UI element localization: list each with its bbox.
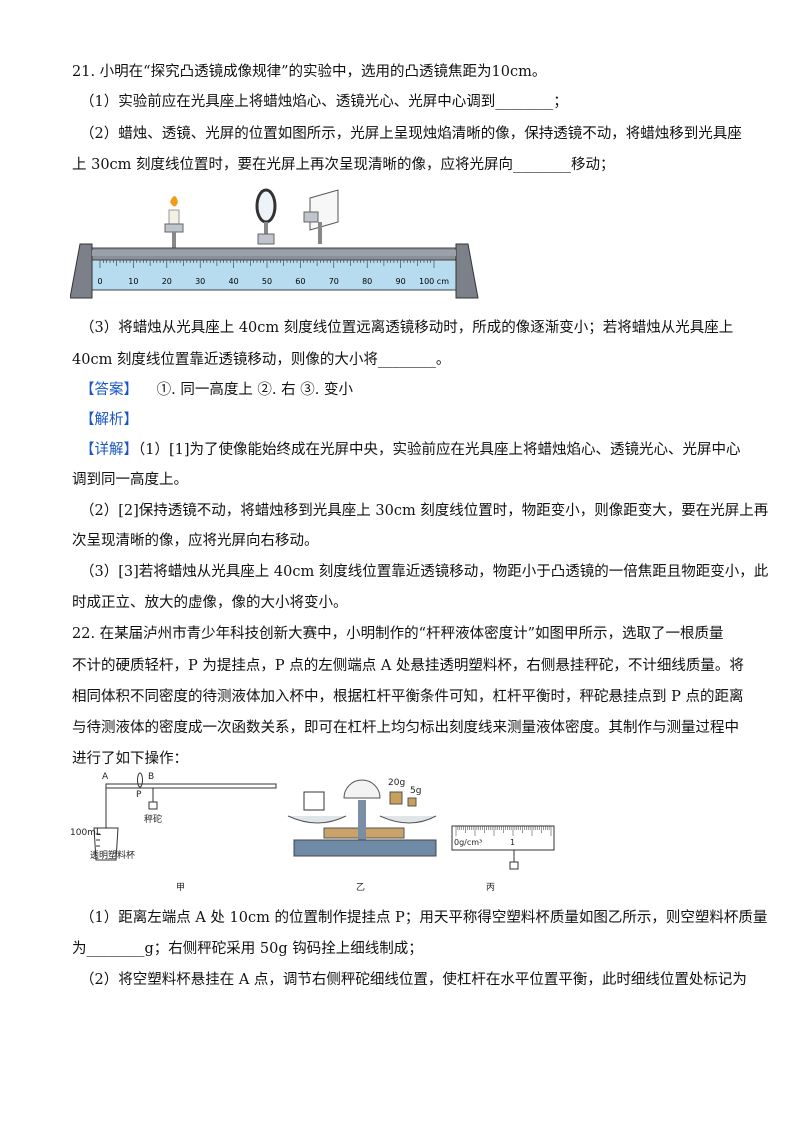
q22-part2-line1: （2）将空塑料杯悬挂在 A 点，调节右侧秤砣细线位置，使杠杆在水平位置平衡，此时… [80,972,747,988]
q21-stem: 21. 小明在“探究凸透镜成像规律”的实验中，选用的凸透镜焦距为10cm。 [72,64,547,80]
answer-row: 【答案】 ①. 同一高度上 ②. 右 ③. 变小 [80,380,740,400]
scale-label: 90 [396,277,406,286]
scale-label: 80 [362,277,372,286]
detail-label: 【详解】 [80,442,138,458]
convex-lens [255,188,277,245]
q22-part1-line1: （1）距离左端点 A 处 10cm 的位置制作提挂点 P；用天平称得空塑料杯质量… [80,910,768,926]
scale-label: 40 [229,277,239,286]
figure-jia: A B P 100mL 秤砣 透明塑料杯 甲 [70,770,280,893]
detail-line1: 【详解】（1）[1]为了使像能始终成在光屏中央，实验前应在光具座上将蜡烛焰心、透… [80,440,741,460]
light-screen [303,189,339,244]
cup-volume-label: 100mL [70,828,101,838]
detail-line2: 调到同一高度上。 [72,472,188,488]
mass-5g-label: 5g [410,786,422,796]
point-a-label: A [102,772,109,782]
ruler-ticks [455,826,552,836]
q22-line4: 与待测液体的密度成一次函数关系，即可在杠杆上均匀标出刻度线来测量液体密度。其制作… [72,720,739,736]
ruler-one-label: 1 [510,838,516,847]
scale-label: 60 [295,277,305,286]
point-b-label: B [148,772,155,782]
scale-label: 100 cm [419,277,449,286]
q21-part3-line2: 40cm 刻度线位置靠近透镜移动，则像的大小将________。 [72,352,451,368]
scale-label: 30 [195,277,205,286]
optical-bench-figure: 0 10 20 30 40 50 60 70 80 90 100 cm [70,188,479,299]
scale-label: 10 [128,277,138,286]
caption-yi: 乙 [356,883,366,893]
point-p-label: P [136,790,142,800]
weight-label: 秤砣 [144,815,163,825]
figure-bing: 0g/cm³ 1 丙 [448,770,558,893]
analysis-label: 【解析】 [80,412,138,428]
ruler-zero-label: 0g/cm³ [454,838,483,847]
q22-line2: 不计的硬质轻杆，P 为提挂点，P 点的左侧端点 A 处悬挂透明塑料杯，右侧悬挂秤… [72,658,744,674]
detail-line5: （3）[3]若将蜡烛从光具座上 40cm 刻度线位置靠近透镜移动，物距小于凸透镜… [80,564,769,580]
q22-line3: 相同体积不同密度的待测液体加入杯中，根据杠杆平衡条件可知，杠杆平衡时，秤砣悬挂点… [72,689,744,705]
q21-part1: （1）实验前应在光具座上将蜡烛焰心、透镜光心、光屏中心调到________； [80,94,568,110]
cup-name-label: 透明塑料杯 [90,851,136,861]
candle [164,196,184,250]
caption-bing: 丙 [486,883,496,893]
q21-part3-line1: （3）将蜡烛从光具座上 40cm 刻度线位置远离透镜移动时，所成的像逐渐变小；若… [80,320,734,336]
q22-line1: 22. 在某届泸州市青少年科技创新大赛中，小明制作的“杆秤液体密度计”如图甲所示… [72,626,724,642]
caption-jia: 甲 [176,883,186,893]
scale-ticks [99,260,435,268]
detail-line3: （2）[2]保持透镜不动，将蜡烛移到光具座上 30cm 刻度线位置时，物距变小，… [80,503,769,519]
detail-line4: 次呈现清晰的像，应将光屏向右移动。 [72,533,319,549]
q22-part1-line2: 为________g；右侧秤砣采用 50g 钩码拴上细线制成； [72,941,423,957]
scale-label: 20 [162,277,172,286]
answer-text: ①. 同一高度上 ②. 右 ③. 变小 [156,382,353,398]
q22-line5: 进行了如下操作： [72,751,188,767]
detail-line6: 时成正立、放大的虚像，像的大小将变小。 [72,595,348,611]
detail-text-1: （1）[1]为了使像能始终成在光屏中央，实验前应在光具座上将蜡烛焰心、透镜光心、… [138,442,741,458]
scale-label: 70 [329,277,339,286]
scale-label: 50 [262,277,272,286]
answer-label: 【答案】 [80,382,138,398]
q21-part2-line2: 上 30cm 刻度线位置时，要在光屏上再次呈现清晰的像，应将光屏向_______… [72,157,615,173]
scale-label: 0 [97,277,102,286]
figure-yi: 20g 5g 乙 [284,770,444,893]
q21-part2-line1: （2）蜡烛、透镜、光屏的位置如图所示，光屏上呈现烛焰清晰的像，保持透镜不动，将蜡… [80,126,742,142]
mass-20g-label: 20g [388,778,406,788]
scale-labels: 0 10 20 30 40 50 60 70 80 90 100 cm [97,277,449,286]
